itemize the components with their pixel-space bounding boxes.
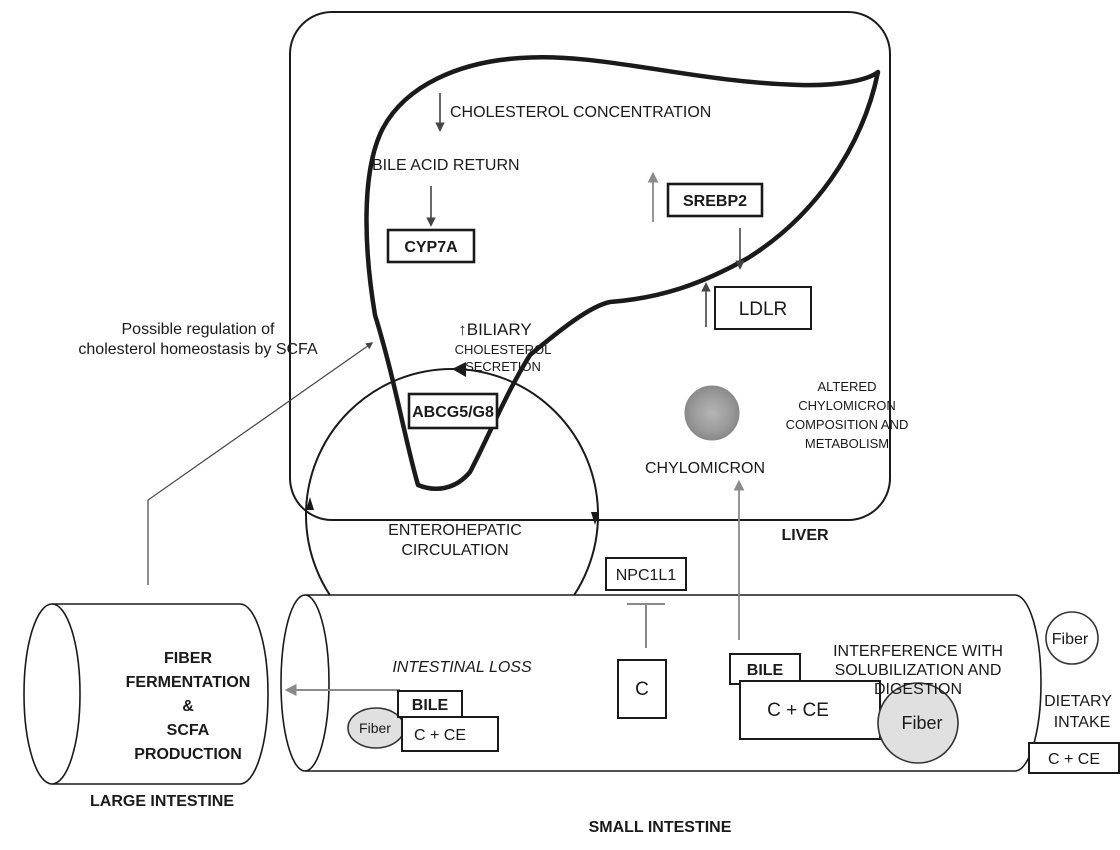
interference-line2: SOLUBILIZATION AND [835, 662, 1002, 679]
large-intestine-label: LARGE INTESTINE [90, 793, 234, 810]
large-intestine-line5: PRODUCTION [134, 746, 242, 763]
abcg5-label: ABCG5/G8 [412, 404, 494, 421]
circle-arrowhead-right [591, 512, 599, 525]
bile-left-label: BILE [412, 697, 449, 714]
bile-right-label: BILE [747, 662, 784, 679]
altered-line2: CHYLOMICRON [798, 398, 896, 413]
fiber-left-label: Fiber [359, 720, 391, 736]
large-intestine-line3: & [182, 698, 194, 715]
bile-right-box [729, 653, 801, 685]
fiber-right-label: Fiber [901, 713, 942, 733]
fiber-right-icon [877, 682, 959, 764]
chylomicron-label: CHYLOMICRON [645, 460, 765, 477]
large-intestine-line2: FERMENTATION [126, 674, 251, 691]
altered-line4: METABOLISM [805, 436, 889, 451]
ldlr-box [714, 286, 812, 330]
enterohepatic-line1: ENTEROHEPATIC [388, 522, 522, 539]
liver-outline [364, 55, 881, 491]
scfa-regulation-line2: cholesterol homeostasis by SCFA [78, 341, 318, 358]
altered-line1: ALTERED [818, 379, 877, 394]
biliary-line2: CHOLESTEROL [455, 342, 552, 357]
c-label: C [635, 679, 649, 700]
c-box [617, 659, 667, 719]
altered-line3: COMPOSITION AND [786, 417, 909, 432]
chylomicron-particle-icon [684, 385, 740, 441]
liver-label: LIVER [781, 527, 829, 544]
intestinal-loss-label: INTESTINAL LOSS [392, 659, 532, 676]
large-intestine-line4: SCFA [167, 722, 210, 739]
large-intestine [23, 603, 269, 785]
biliary-line1: ↑BILIARY [458, 320, 531, 339]
fiber-dietary-label: Fiber [1052, 631, 1089, 648]
cyp7a-box [386, 228, 476, 264]
small-intestine-label: SMALL INTESTINE [589, 819, 732, 836]
srebp2-box [666, 182, 764, 218]
cce-dietary-box [1028, 742, 1120, 774]
ldlr-label: LDLR [739, 299, 788, 320]
npc1l1-box [605, 557, 687, 591]
cce-dietary-label: C + CE [1048, 751, 1100, 768]
scfa-regulation-line1: Possible regulation of [122, 321, 276, 338]
abcg5-box [407, 392, 499, 430]
large-intestine-line1: FIBER [164, 650, 212, 667]
cyp7a-label: CYP7A [404, 239, 458, 256]
liver-frame [289, 11, 891, 521]
interference-line3: DIGESTION [874, 681, 962, 698]
circle-arrowhead-left [306, 497, 314, 510]
dietary-line2: INTAKE [1054, 714, 1111, 731]
cce-right-box [739, 680, 881, 740]
npc1l1-label: NPC1L1 [616, 567, 677, 584]
interference-line1: INTERFERENCE WITH [833, 643, 1003, 660]
biliary-line3: SECRETION [465, 359, 541, 374]
dietary-line1: DIETARY [1044, 693, 1112, 710]
fiber-dietary-icon [1045, 611, 1099, 665]
bile-left-box [397, 690, 463, 718]
cce-left-box [401, 716, 499, 752]
cce-right-label: C + CE [767, 700, 829, 721]
circle-arrowhead-top [452, 362, 466, 377]
bile-acid-return-label: BILE ACID RETURN [372, 157, 520, 174]
enterohepatic-line2: CIRCULATION [401, 542, 508, 559]
cce-left-label: C + CE [414, 727, 466, 744]
cholesterol-concentration-label: CHOLESTEROL CONCENTRATION [450, 104, 711, 121]
srebp2-label: SREBP2 [683, 193, 747, 210]
scfa-regulation-arrow [147, 342, 374, 585]
